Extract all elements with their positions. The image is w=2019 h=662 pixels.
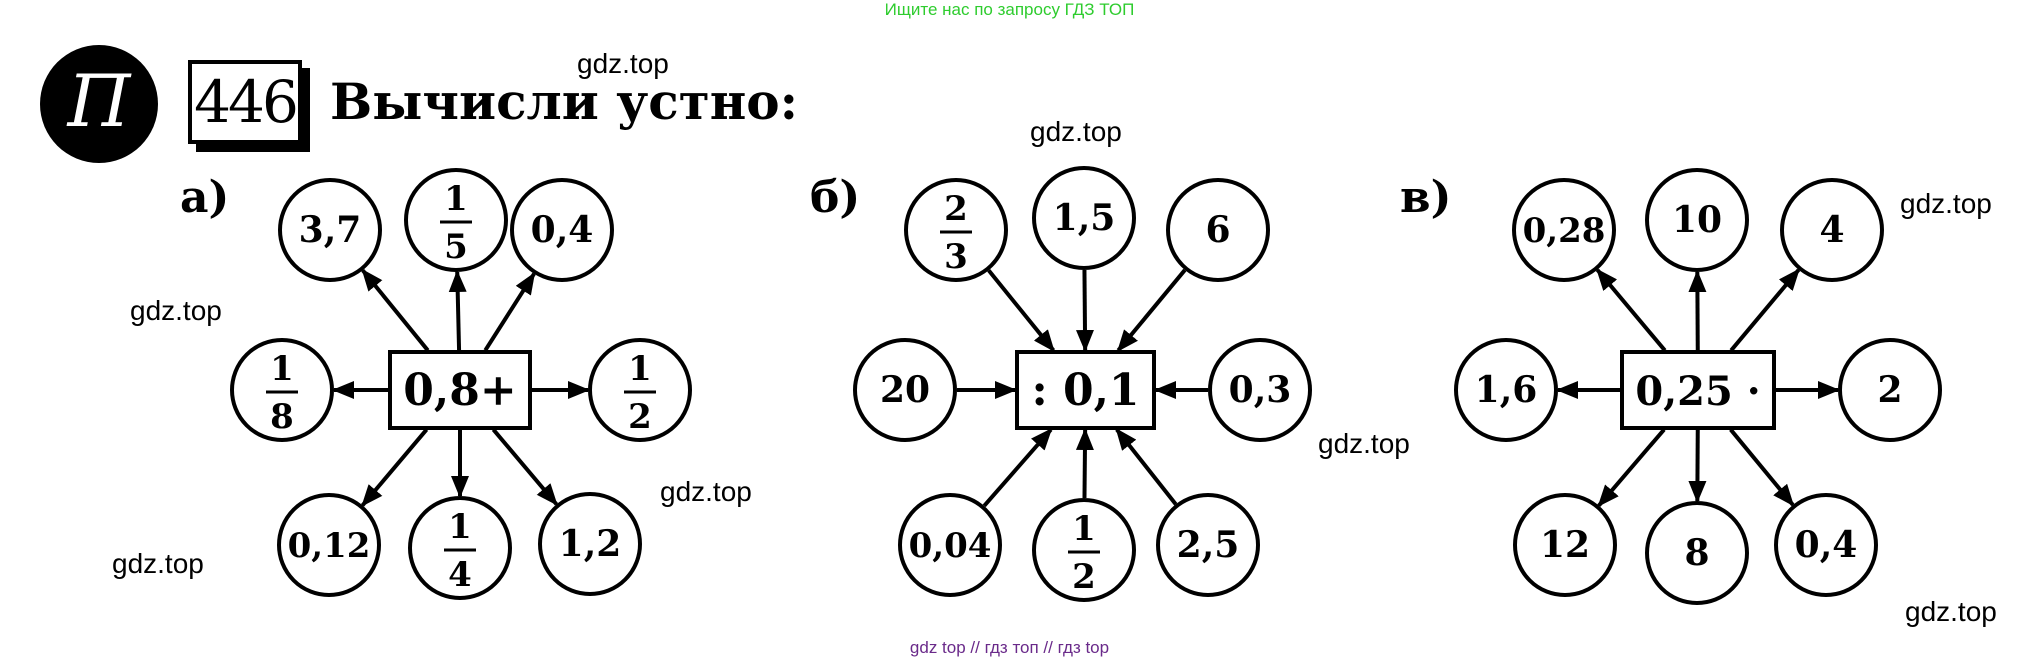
section-logo-icon: П: [40, 45, 158, 163]
operand-circle: [1208, 338, 1312, 442]
operand-circle: [1780, 178, 1884, 282]
operand-circle: [1454, 338, 1558, 442]
arrow-1-2: [1116, 268, 1187, 353]
operation-label: : 0,1: [1031, 365, 1139, 416]
operation-box: [388, 350, 532, 430]
operand-value: 0,3: [1229, 369, 1292, 411]
operand-circle: [898, 493, 1002, 597]
part-label-v: в): [1400, 172, 1452, 223]
operand-circle: [408, 496, 512, 600]
fraction-numerator: 1: [628, 349, 652, 389]
part-label-a: а): [180, 172, 230, 223]
operand-circle: [404, 168, 508, 272]
watermark: gdz.top: [1900, 188, 1992, 219]
exercise-title: Вычисли устно:: [330, 72, 799, 131]
operation-box: [1015, 350, 1156, 430]
fraction-numerator: 1: [444, 179, 468, 219]
watermark: gdz.top: [660, 476, 752, 507]
arrow-1-6: [1075, 427, 1094, 499]
fraction-denominator: 3: [944, 237, 968, 277]
logo-letter: П: [67, 59, 131, 143]
arrow-1-1: [1075, 269, 1094, 352]
operation-box: [1620, 350, 1776, 430]
watermark: gdz.top: [577, 48, 669, 79]
fraction-denominator: 2: [1072, 557, 1096, 597]
fraction-denominator: 4: [448, 555, 472, 595]
operand-value: 8: [1684, 532, 1709, 574]
operand-value: 1,5: [1053, 197, 1116, 239]
operand-circle: [1032, 498, 1136, 602]
arrow-0-7: [491, 428, 558, 506]
arrow-2-2: [1729, 268, 1801, 352]
operand-circle: [1645, 501, 1749, 605]
operand-value: 0,04: [909, 526, 992, 566]
operand-value: 1,6: [1475, 369, 1538, 411]
watermark: gdz.top: [1318, 428, 1410, 459]
arrow-0-2: [483, 272, 536, 352]
operand-circle: [853, 338, 957, 442]
operand-value: 4: [1819, 209, 1844, 251]
operand-circle: [1513, 493, 1617, 597]
operand-circle: [1838, 338, 1942, 442]
operand-circle: [510, 178, 614, 282]
arrow-1-7: [1115, 428, 1178, 506]
operand-value: 1,2: [559, 523, 622, 565]
watermark: gdz.top: [1905, 596, 1997, 627]
operand-value: 0,12: [288, 526, 371, 566]
bottom-note: gdz top // гдз топ // гдз top: [909, 638, 1110, 657]
operand-value: 0,4: [531, 209, 594, 251]
operand-circle: [588, 338, 692, 442]
operand-circle: [278, 178, 382, 282]
top-note: Ищите нас по запросу ГДЗ ТОП: [884, 0, 1135, 19]
arrow-1-0: [987, 269, 1056, 353]
operand-circle: [1645, 168, 1749, 272]
operand-circle: [538, 492, 642, 596]
exercise-number-box: 446: [188, 60, 302, 144]
fraction-numerator: 1: [270, 349, 294, 389]
watermark: gdz.top: [1030, 116, 1122, 147]
operand-value: 10: [1672, 199, 1722, 241]
arrow-1-5: [982, 428, 1053, 508]
operand-circle: [1156, 493, 1260, 597]
arrow-0-1: [448, 269, 467, 351]
watermark: gdz.top: [130, 295, 222, 326]
arrow-0-0: [361, 268, 430, 352]
part-label-b: б): [810, 172, 861, 223]
fraction-denominator: 5: [444, 227, 468, 267]
fraction-denominator: 2: [628, 397, 652, 437]
exercise-number: 446: [194, 68, 299, 136]
operand-value: 2,5: [1177, 524, 1240, 566]
fraction-numerator: 1: [448, 507, 472, 547]
fraction-numerator: 1: [1072, 509, 1096, 549]
operand-value: 20: [880, 369, 930, 411]
operand-value: 6: [1205, 209, 1230, 251]
operand-value: 12: [1540, 524, 1590, 566]
watermark: gdz.top: [112, 548, 204, 579]
operation-label: 0,25 ·: [1635, 368, 1760, 415]
fraction-denominator: 8: [270, 397, 294, 437]
operand-circle: [230, 338, 334, 442]
arrow-0-5: [361, 428, 429, 507]
arrow-2-5: [1597, 428, 1666, 508]
operation-label: 0,8+: [403, 365, 516, 416]
operand-circle: [277, 493, 381, 597]
operand-circle: [1032, 166, 1136, 270]
operand-circle: [1774, 493, 1878, 597]
operand-value: 2: [1877, 369, 1902, 411]
arrow-2-0: [1595, 268, 1667, 352]
fraction-numerator: 2: [944, 189, 968, 229]
operand-circle: [904, 178, 1008, 282]
operand-value: 0,4: [1795, 524, 1858, 566]
operand-value: 3,7: [299, 209, 362, 251]
operand-value: 0,28: [1523, 211, 1606, 251]
operand-circle: [1166, 178, 1270, 282]
arrow-2-7: [1729, 428, 1795, 507]
operand-circle: [1512, 178, 1616, 282]
